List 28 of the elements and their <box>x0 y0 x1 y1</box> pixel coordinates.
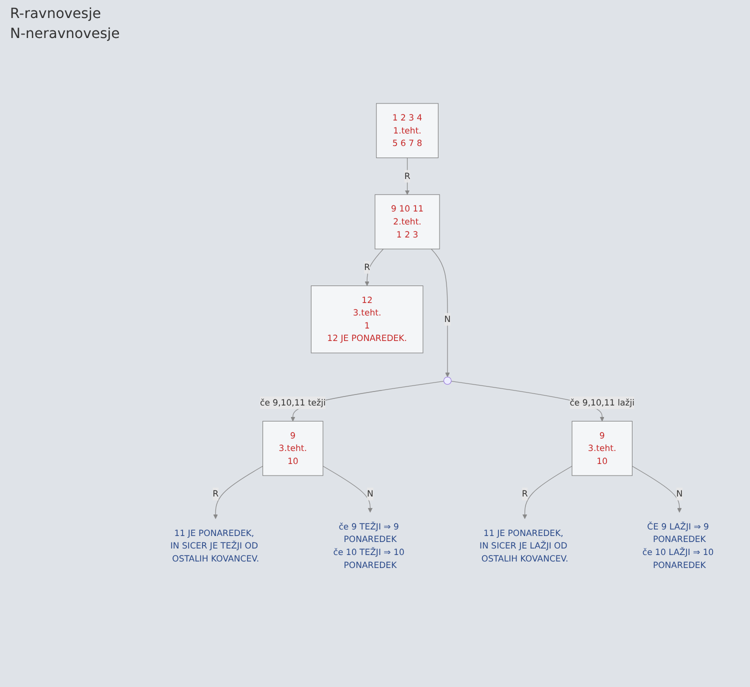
node-box: 9 3.teht. 10 <box>262 420 324 476</box>
edge-label: R <box>364 262 370 272</box>
edge-label: če 9,10,11 težji <box>260 397 326 408</box>
edge-label: N <box>444 314 451 324</box>
arrow <box>632 466 682 513</box>
arrow <box>522 466 572 519</box>
node-text: 11 JE PONAREDEK, IN SICER JE TEŽJI OD OSTALIH KOVANCEV. <box>170 528 260 564</box>
arrow <box>322 466 373 513</box>
node-point <box>444 376 452 385</box>
node-box: 12 3.teht. 1 12 JE PONAREDEK. <box>310 286 424 354</box>
arrow <box>404 158 410 195</box>
node-box: 1 2 3 4 1.teht. 5 6 7 8 <box>376 103 438 158</box>
arrow <box>213 466 264 519</box>
edge-label: R <box>522 488 528 499</box>
arrow <box>364 248 384 286</box>
edge-label: N <box>367 488 374 499</box>
node-text: če 9 TEŽJI ⇒ 9 PONAREDEK če 10 TEŽJI ⇒ 10 PONAREDEK <box>333 521 404 570</box>
node-box: 9 3.teht. 10 <box>572 420 632 476</box>
node-text: 11 JE PONAREDEK, IN SICER JE LAŽJI OD OSTALIH KOVANCEV. <box>480 528 568 564</box>
edge-label: R <box>212 488 219 499</box>
edge-label: N <box>676 488 683 499</box>
edge-label: R <box>404 170 410 182</box>
edge-label: če 9,10,11 lažji <box>570 397 634 408</box>
key-text: N-neravnovesje <box>10 26 120 42</box>
arrow <box>430 248 450 378</box>
key-text: R-ravnovesje <box>10 6 102 22</box>
node-text: ČE 9 LAŽJI ⇒ 9 PONAREDEK če 10 LAŽJI ⇒ 10 PONAREDEK <box>642 521 714 570</box>
node-box: 9 10 11 2.teht. 1 2 3 <box>374 194 440 250</box>
